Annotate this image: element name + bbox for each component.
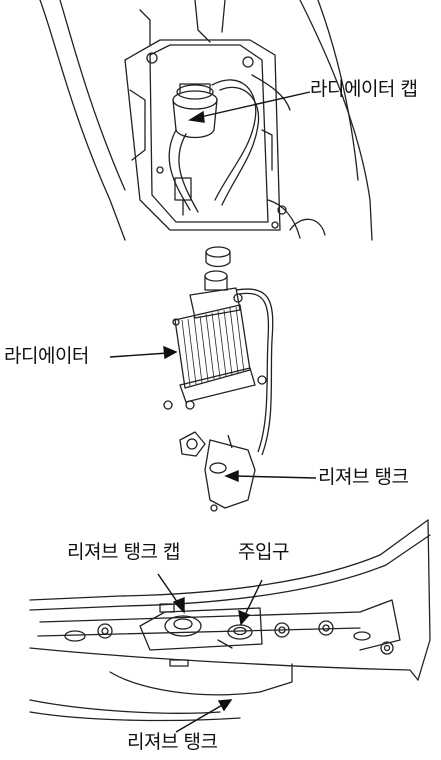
radiator-assembly-illustration (109, 246, 317, 512)
label-reserve-tank-mid: 리져브 탱크 (318, 466, 409, 488)
label-radiator-cap: 라디에이터 캡 (310, 78, 418, 100)
label-reserve-tank-cap: 리져브 탱크 캡 (67, 541, 180, 563)
engine-bay-illustration (39, 0, 373, 241)
label-radiator: 라디에이터 (4, 345, 89, 367)
label-reserve-tank-bottom: 리져브 탱크 (127, 731, 218, 753)
label-inlet: 주입구 (238, 541, 289, 563)
